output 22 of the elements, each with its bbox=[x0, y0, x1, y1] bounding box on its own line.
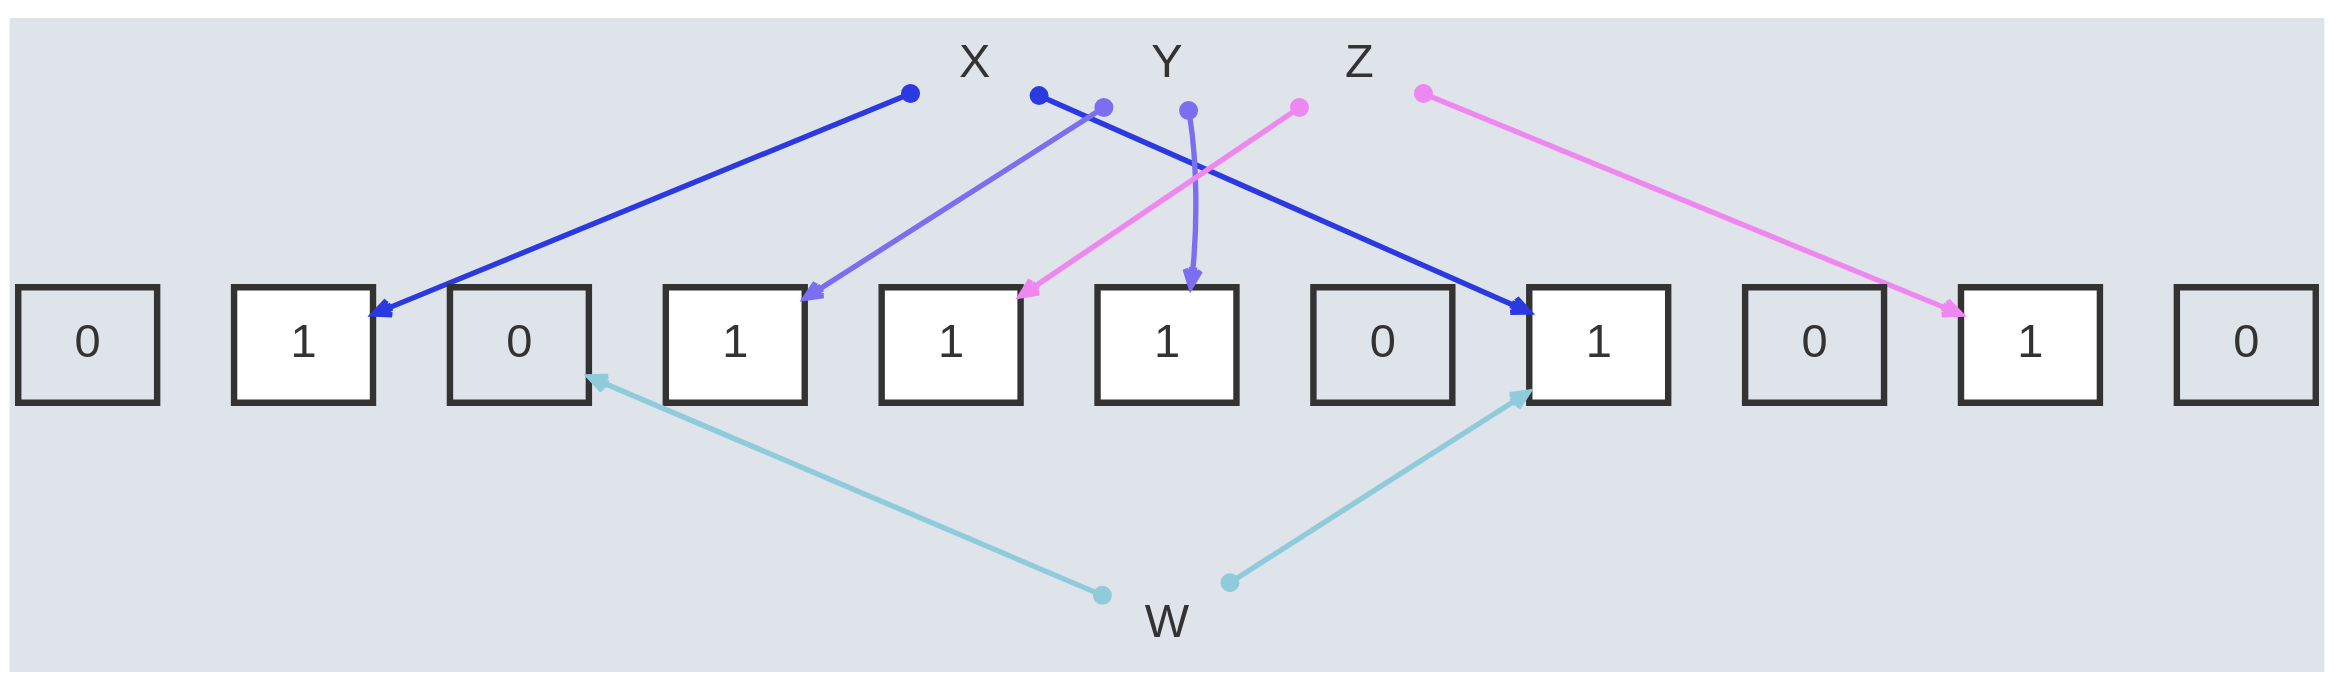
node-text: Z bbox=[1344, 33, 1374, 87]
arrow bbox=[1413, 84, 1964, 318]
arrow bbox=[586, 373, 1112, 605]
node-text: Y bbox=[1151, 33, 1183, 87]
arrow bbox=[1029, 86, 1532, 315]
node-text: X bbox=[958, 33, 991, 87]
node-box: 1 bbox=[230, 284, 377, 406]
node-box: 1 bbox=[1526, 284, 1672, 406]
arrow bbox=[1017, 98, 1309, 299]
arrow bbox=[1220, 389, 1532, 593]
node-text: W bbox=[1144, 593, 1190, 647]
arrow bbox=[370, 84, 921, 318]
node-box: 1 bbox=[1094, 284, 1240, 406]
node-box: 0 bbox=[446, 284, 593, 406]
node-box: 0 bbox=[2173, 284, 2319, 406]
node-box: 0 bbox=[1310, 284, 1456, 406]
node-box: 0 bbox=[15, 284, 161, 406]
node-box: 1 bbox=[1957, 284, 2104, 406]
node-box: 1 bbox=[878, 284, 1024, 406]
arrow bbox=[802, 97, 1114, 301]
node-box: 1 bbox=[662, 284, 808, 406]
node-box: 0 bbox=[1741, 284, 1888, 406]
